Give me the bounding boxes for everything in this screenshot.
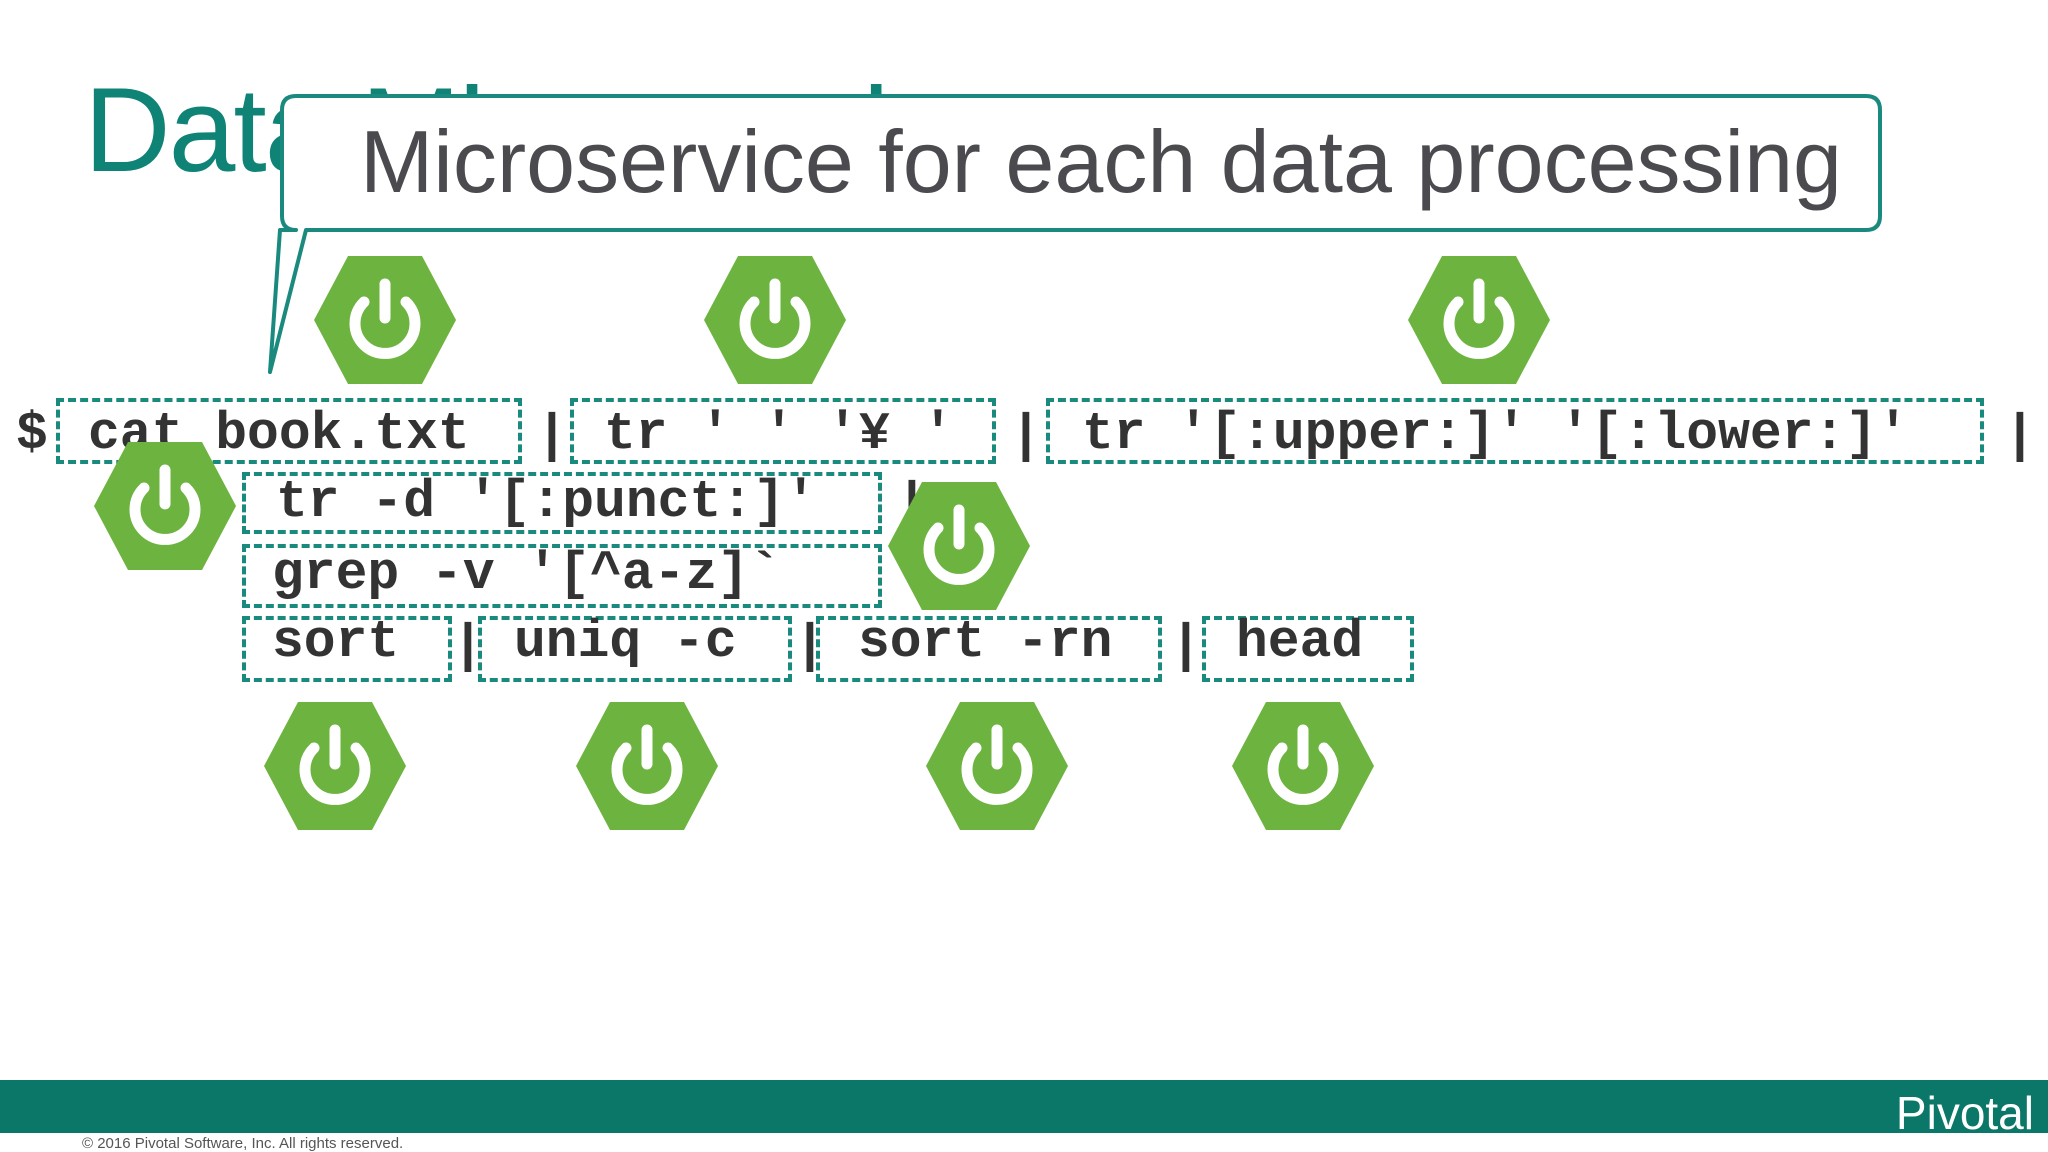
spring-power-icon bbox=[1232, 702, 1374, 830]
cmd-tr-space: tr ' ' '¥ ' bbox=[604, 404, 954, 464]
cmd-head: head bbox=[1236, 612, 1364, 672]
spring-power-icon bbox=[888, 482, 1030, 610]
pipe-6: | bbox=[794, 616, 826, 676]
spring-power-icon bbox=[926, 702, 1068, 830]
cmd-box-tr-punct bbox=[242, 472, 882, 534]
pipe-1: | bbox=[536, 406, 568, 466]
pipe-3: | bbox=[2004, 406, 2036, 466]
spring-power-icon bbox=[1408, 256, 1550, 384]
spring-power-icon bbox=[576, 702, 718, 830]
footer-bar bbox=[0, 1080, 2048, 1133]
cmd-box-sort bbox=[242, 616, 452, 682]
cmd-box-cat bbox=[56, 398, 522, 464]
prompt-symbol: $ bbox=[16, 404, 48, 464]
cmd-tr-case: tr '[:upper:]' '[:lower:]' bbox=[1082, 404, 1909, 464]
callout-text: Microservice for each data processing bbox=[360, 112, 1842, 211]
cmd-grep: grep -v '[^a-z]` bbox=[272, 544, 781, 604]
cmd-box-sort-rn bbox=[816, 616, 1162, 682]
spring-power-icon bbox=[264, 702, 406, 830]
spring-power-icon bbox=[314, 256, 456, 384]
spring-power-icon bbox=[704, 256, 846, 384]
cmd-uniq: uniq -c bbox=[514, 612, 737, 672]
pipe-7: | bbox=[1170, 616, 1202, 676]
pipe-2: | bbox=[1010, 406, 1042, 466]
cmd-box-tr-case bbox=[1046, 398, 1984, 464]
cmd-box-head bbox=[1202, 616, 1414, 682]
cmd-box-tr-space bbox=[570, 398, 996, 464]
cmd-box-grep bbox=[242, 544, 882, 608]
spring-power-icon bbox=[94, 442, 236, 570]
pivotal-logo: Pivotal bbox=[1895, 1087, 2034, 1139]
cmd-box-uniq bbox=[478, 616, 792, 682]
cmd-tr-punct: tr -d '[:punct:]' bbox=[276, 472, 817, 532]
pipe-5: | bbox=[452, 616, 484, 676]
cmd-cat: cat book.txt bbox=[88, 404, 470, 464]
copyright-text: © 2016 Pivotal Software, Inc. All rights… bbox=[82, 1135, 404, 1152]
cmd-sort-rn: sort -rn bbox=[858, 612, 1113, 672]
cmd-sort: sort bbox=[272, 612, 400, 672]
